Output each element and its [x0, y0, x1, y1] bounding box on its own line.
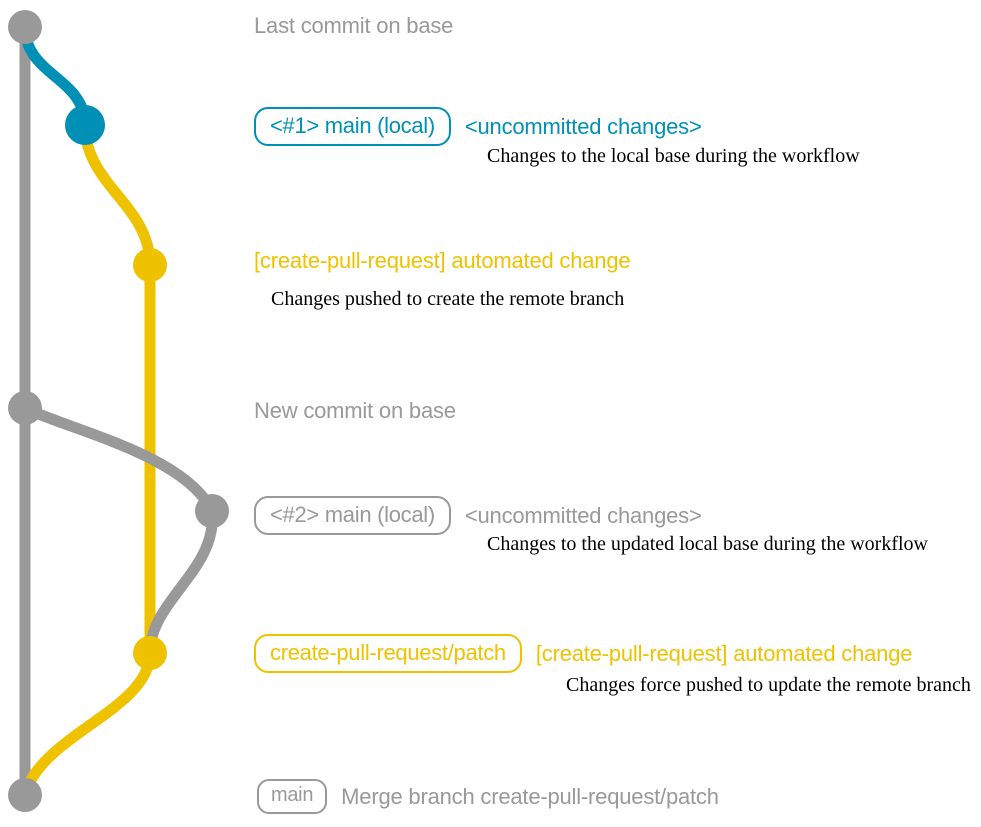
- commit-message-merge: Merge branch create-pull-request/patch: [341, 783, 719, 809]
- commit-node-remote-2: [133, 636, 167, 670]
- graph-row-remote-commit-2: create-pull-request/patch [create-pull-r…: [254, 634, 913, 674]
- commit-description-remote-1: Changes pushed to create the remote bran…: [271, 288, 625, 310]
- commit-node-base-last: [8, 10, 42, 44]
- commit-node-base-merge: [8, 778, 42, 812]
- commit-message-last-commit: Last commit on base: [254, 13, 454, 38]
- graph-row-local-commit-1: <#1> main (local) <uncommitted changes>: [254, 107, 702, 147]
- graph-row-merge-commit: main Merge branch create-pull-request/pa…: [257, 779, 719, 814]
- commit-node-base-new: [8, 391, 42, 425]
- graph-row-new-commit: New commit on base: [254, 398, 456, 424]
- commit-message-local-2: <uncommitted changes>: [464, 502, 702, 528]
- graph-row-local-commit-2: <#2> main (local) <uncommitted changes>: [254, 496, 702, 536]
- commit-message-remote-1: [create-pull-request] automated change: [254, 248, 631, 273]
- commit-node-local-2: [195, 494, 229, 528]
- edge-local1-to-remote1: [79, 119, 156, 271]
- branch-badge-main-local-1[interactable]: <#1> main (local): [254, 107, 451, 147]
- commit-node-local-1: [65, 105, 105, 145]
- graph-row-last-commit: Last commit on base: [254, 13, 453, 39]
- edge-local2-to-remote2: [144, 505, 218, 659]
- edge-remote2-to-merge: [19, 647, 156, 801]
- graph-row-remote-commit-1: [create-pull-request] automated change: [254, 248, 631, 274]
- branch-badge-main[interactable]: main: [257, 779, 328, 814]
- commit-message-local-1: <uncommitted changes>: [464, 113, 702, 139]
- commit-description-local-2: Changes to the updated local base during…: [487, 533, 928, 555]
- commit-node-remote-1: [133, 248, 167, 282]
- edge-basenew-to-local2: [19, 402, 218, 517]
- branch-badge-main-local-2[interactable]: <#2> main (local): [254, 496, 451, 536]
- commit-message-new-commit: New commit on base: [254, 398, 456, 423]
- commit-message-remote-2: [create-pull-request] automated change: [535, 640, 913, 666]
- branch-badge-create-pull-request-patch[interactable]: create-pull-request/patch: [254, 634, 522, 674]
- commit-description-local-1: Changes to the local base during the wor…: [487, 145, 860, 167]
- commit-description-remote-2: Changes force pushed to update the remot…: [566, 674, 971, 696]
